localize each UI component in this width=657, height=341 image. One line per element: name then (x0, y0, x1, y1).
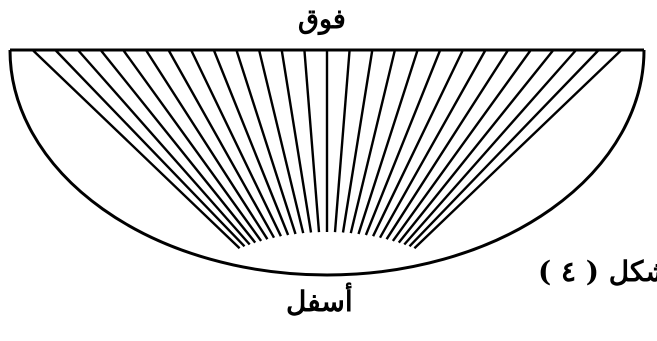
radial-line (169, 50, 275, 238)
radial-line (123, 50, 261, 241)
radial-line (55, 50, 244, 246)
radial-line (393, 50, 531, 241)
radial-line (214, 50, 288, 235)
bottom-label: أسفل (286, 288, 353, 316)
radial-line (366, 50, 440, 235)
radial-line (387, 50, 509, 239)
radial-line (410, 50, 599, 246)
radial-line (146, 50, 268, 239)
figure-caption: شكل ( ٤ ) (538, 258, 657, 286)
radial-line (399, 50, 554, 243)
radial-lines-group (33, 50, 622, 248)
radial-line (380, 50, 486, 238)
top-label: فوق (298, 6, 346, 33)
radial-line (101, 50, 256, 243)
